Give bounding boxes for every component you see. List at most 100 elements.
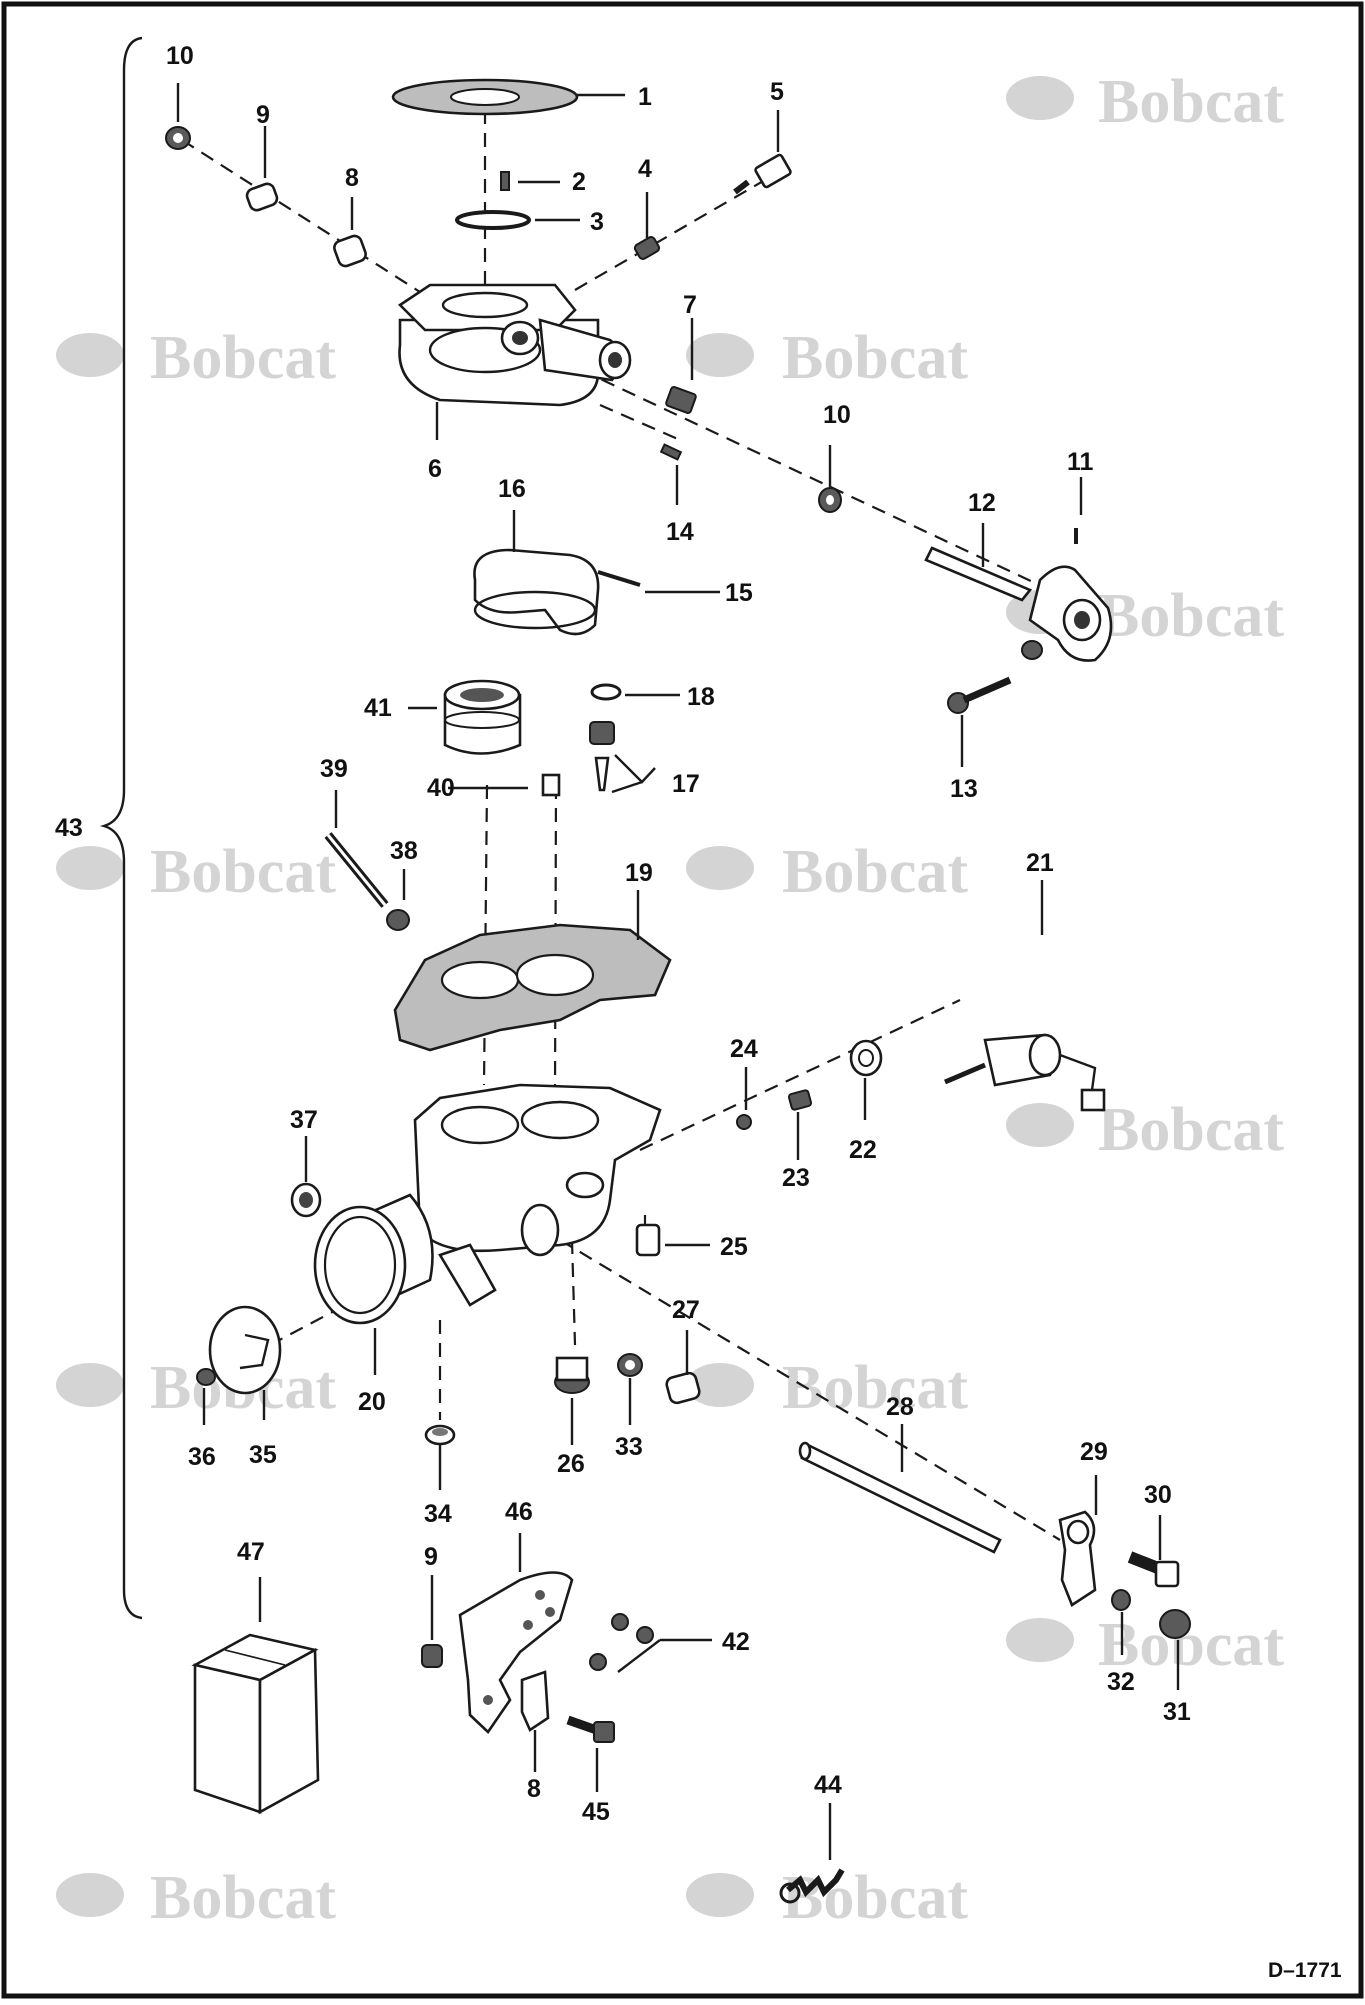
part-needle-valve (589, 721, 615, 792)
callout-31: 31 (1163, 1698, 1191, 1726)
watermark-text: Bobcat (782, 1864, 968, 1932)
watermark-text: Bobcat (1098, 1096, 1284, 1164)
part-body-gasket (393, 923, 672, 1052)
part-screw-13 (947, 676, 1012, 714)
callout-labels: 10 9 8 1 2 3 4 5 6 7 14 10 11 12 13 16 1… (55, 42, 1191, 1826)
part-set-screw (633, 236, 661, 260)
callout-43: 43 (55, 814, 83, 842)
callout-34: 34 (424, 1500, 452, 1528)
bobcat-logo-icon (686, 1363, 754, 1407)
callout-41: 41 (364, 694, 392, 722)
drawing-number: D–1771 (1268, 1959, 1342, 1982)
callout-36: 36 (188, 1443, 216, 1471)
callout-33: 33 (615, 1433, 643, 1461)
part-throttle-shaft (798, 1441, 1002, 1554)
bobcat-logo-icon (56, 1873, 124, 1917)
callout-9: 9 (424, 1543, 438, 1571)
part-spring (386, 909, 410, 931)
part-seal-24 (736, 1114, 752, 1130)
part-washer (818, 487, 842, 513)
bobcat-logo-icon (1006, 76, 1074, 120)
part-spring-44 (779, 1868, 845, 1904)
watermark-text: Bobcat (1098, 1611, 1284, 1679)
part-fuel-solenoid (944, 1033, 1106, 1112)
callout-15: 15 (725, 579, 753, 607)
part-gasket-top (391, 78, 579, 116)
callout-7: 7 (683, 291, 697, 319)
part-throttle-plate (208, 1305, 282, 1395)
callout-38: 38 (390, 837, 418, 865)
part-screws-42 (589, 1613, 654, 1671)
bobcat-logo-icon (686, 846, 754, 890)
part-washer-33 (617, 1353, 643, 1377)
part-plate-8b (520, 1670, 550, 1732)
part-idle-screw (665, 386, 697, 414)
callout-21: 21 (1026, 849, 1054, 877)
callout-39: 39 (320, 755, 348, 783)
callout-2: 2 (572, 168, 586, 196)
part-screw-45 (566, 1715, 615, 1743)
part-jet-23 (787, 1089, 813, 1111)
part-ring-gasket (455, 210, 531, 230)
callout-37: 37 (290, 1106, 318, 1134)
watermark-text: Bobcat (782, 1354, 968, 1422)
part-air-horn-body (397, 283, 632, 407)
watermark-text: Bobcat (1098, 582, 1284, 650)
callout-45: 45 (582, 1798, 610, 1826)
part-o-ring (590, 683, 622, 701)
part-screw-small (500, 171, 510, 191)
part-repair-kit-box (191, 1633, 320, 1815)
callout-29: 29 (1080, 1438, 1108, 1466)
callout-4: 4 (638, 155, 652, 183)
callout-30: 30 (1144, 1481, 1172, 1509)
part-screw-36 (196, 1368, 216, 1386)
callout-23: 23 (782, 1164, 810, 1192)
part-pin (659, 443, 683, 461)
watermark-layer: Bobcat Bobcat Bobcat Bobcat Bobcat Bobca… (56, 68, 1284, 1932)
part-screw-25 (635, 1223, 661, 1257)
part-jet (541, 773, 561, 797)
bobcat-logo-icon (1006, 1618, 1074, 1662)
callout-26: 26 (557, 1450, 585, 1478)
bobcat-logo-icon (1006, 1103, 1074, 1147)
part-mixture-screw (324, 832, 389, 908)
callout-35: 35 (249, 1441, 277, 1469)
callout-18: 18 (687, 683, 715, 711)
callout-5: 5 (770, 78, 784, 106)
part-bushing-9b (421, 1644, 443, 1668)
watermark-text: Bobcat (150, 324, 336, 392)
watermark-text: Bobcat (150, 1864, 336, 1932)
callout-14: 14 (666, 518, 694, 546)
callout-27: 27 (672, 1296, 700, 1324)
part-bracket (458, 1571, 574, 1734)
callout-10: 10 (823, 401, 851, 429)
assembly-bracket (99, 36, 143, 1620)
callout-9: 9 (256, 101, 270, 129)
part-nut-31 (1159, 1609, 1191, 1639)
part-bushing (245, 182, 279, 212)
callout-19: 19 (625, 859, 653, 887)
watermark-text: Bobcat (782, 838, 968, 906)
part-drain-plug (554, 1356, 590, 1394)
leader-lines (176, 83, 1180, 1860)
part-float (473, 548, 641, 636)
part-bolt-5 (733, 153, 792, 195)
callout-32: 32 (1107, 1668, 1135, 1696)
part-screw-30 (1127, 1551, 1180, 1588)
part-washer-32 (1111, 1589, 1131, 1611)
callout-44: 44 (814, 1771, 842, 1799)
callout-20: 20 (358, 1388, 386, 1416)
callout-47: 47 (237, 1538, 265, 1566)
watermark-text: Bobcat (150, 838, 336, 906)
part-venturi (443, 679, 522, 755)
callout-16: 16 (498, 475, 526, 503)
part-bushing (333, 234, 367, 268)
callout-13: 13 (950, 775, 978, 803)
bobcat-logo-icon (56, 1363, 124, 1407)
callout-25: 25 (720, 1233, 748, 1261)
bobcat-logo-icon (56, 333, 124, 377)
callout-24: 24 (730, 1035, 758, 1063)
